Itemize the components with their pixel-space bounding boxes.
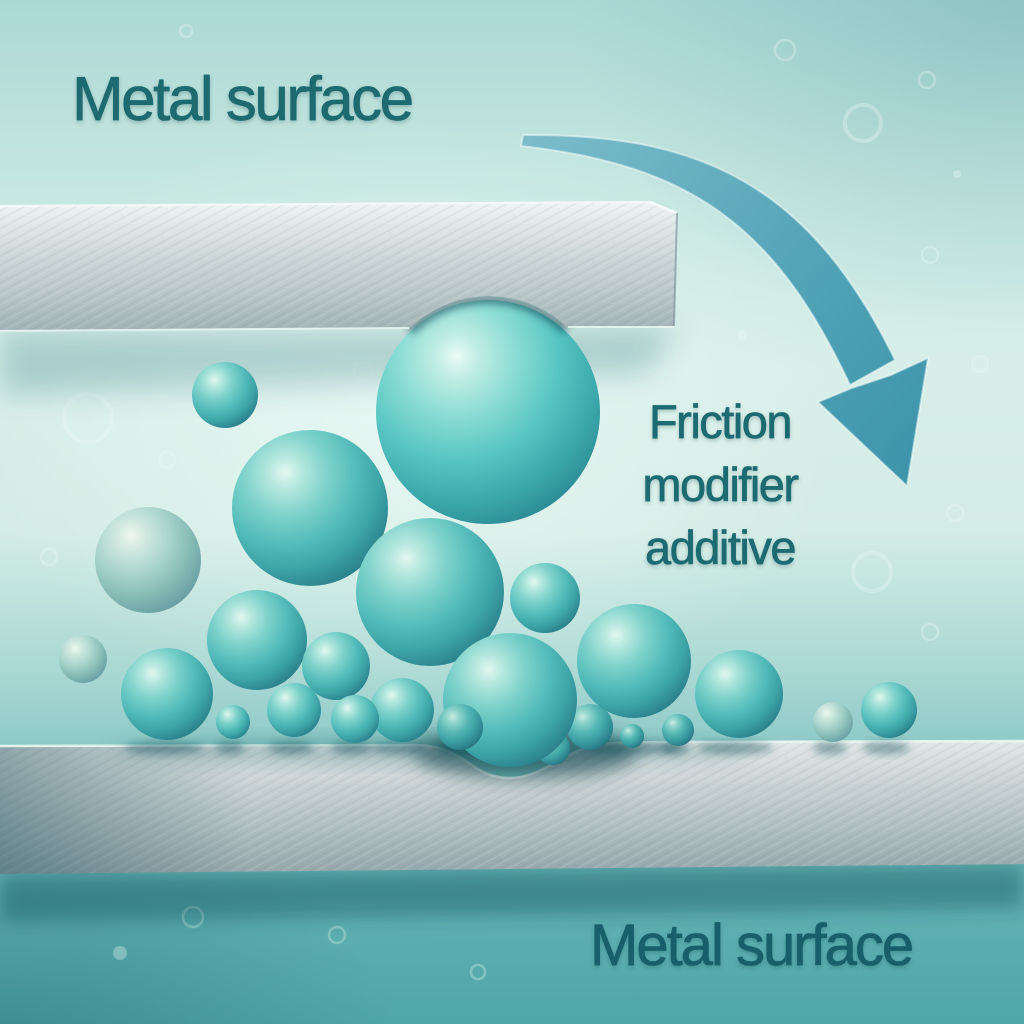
background-bubble [469, 963, 487, 981]
background-bubble [327, 925, 347, 945]
motion-arrow [520, 133, 929, 487]
sphere-contact-shadow [698, 741, 774, 755]
additive-sphere [695, 650, 783, 738]
arrow-head [817, 357, 929, 487]
bottom-metal-bar [0, 739, 1024, 922]
background-bubble [39, 547, 59, 567]
arrow-shaft [520, 133, 896, 386]
background-bubble [113, 946, 127, 960]
bottom-bar-cast-shadow [0, 864, 1024, 922]
sphere-contact-shadow [268, 741, 314, 755]
sphere-contact-shadow [813, 741, 847, 755]
background-bubble [945, 503, 965, 523]
additive-sphere [620, 724, 644, 748]
background-bubble [920, 245, 940, 265]
additive-sphere [302, 632, 370, 700]
additive-sphere [95, 507, 201, 613]
bottom-bar-left-shade [0, 745, 250, 874]
sphere-contact-shadow [331, 741, 373, 755]
additive-label-line3: additive [645, 521, 797, 575]
sphere-contact-shadow [862, 741, 910, 755]
additive-sphere [207, 590, 307, 690]
additive-sphere [861, 682, 917, 738]
additive-sphere [216, 705, 250, 739]
top-surface-label: Metal surface [72, 65, 415, 135]
additive-sphere [577, 604, 691, 718]
sphere-contact-shadow [371, 741, 427, 755]
additive-sphere [376, 300, 600, 524]
additive-label: Friction modifier additive [592, 390, 848, 579]
additive-sphere [121, 648, 213, 740]
top-bar-right-edge [673, 212, 678, 327]
top-bar-bottom-rim [0, 326, 674, 332]
additive-sphere [437, 704, 483, 750]
additive-label-line1: Friction [648, 395, 793, 449]
additive-label-line2: modifier [642, 458, 799, 512]
additive-sphere [267, 683, 321, 737]
additive-sphere [567, 704, 613, 750]
additive-sphere [356, 518, 504, 666]
sphere-contact-shadow [215, 741, 245, 755]
bottom-surface-label: Metal surface [590, 913, 915, 979]
additive-sphere [510, 563, 580, 633]
sphere-contact-shadow [124, 741, 204, 755]
spheres-layer [59, 300, 917, 767]
additive-sphere [813, 702, 853, 742]
top-bar-chamfer-edge [649, 200, 678, 215]
background-bubble [917, 70, 937, 90]
background-bubble [773, 38, 797, 62]
additive-sphere [232, 430, 388, 586]
background-bubble [920, 622, 940, 642]
additive-sphere [370, 678, 434, 742]
background-bubble [953, 170, 961, 178]
sphere-contact-shadow [582, 741, 680, 755]
additive-sphere [192, 362, 258, 428]
background-bubble [843, 103, 883, 143]
top-bar-brushed-texture [0, 202, 677, 330]
sphere-contact-shadows [124, 741, 910, 755]
additive-sphere [662, 714, 694, 746]
top-bar-top-rim [0, 200, 651, 208]
additive-sphere [331, 695, 379, 743]
background-bubble [970, 354, 990, 374]
background-bubble [178, 23, 194, 39]
background-bubble [62, 392, 114, 444]
background-bubble [157, 450, 177, 470]
background-bubble [851, 551, 893, 593]
notch-crevice-shadow [406, 294, 570, 335]
top-metal-bar [0, 200, 678, 335]
additive-sphere [59, 635, 107, 683]
background-bubble [737, 330, 747, 340]
bottom-bar-brushed-texture [0, 741, 1024, 874]
